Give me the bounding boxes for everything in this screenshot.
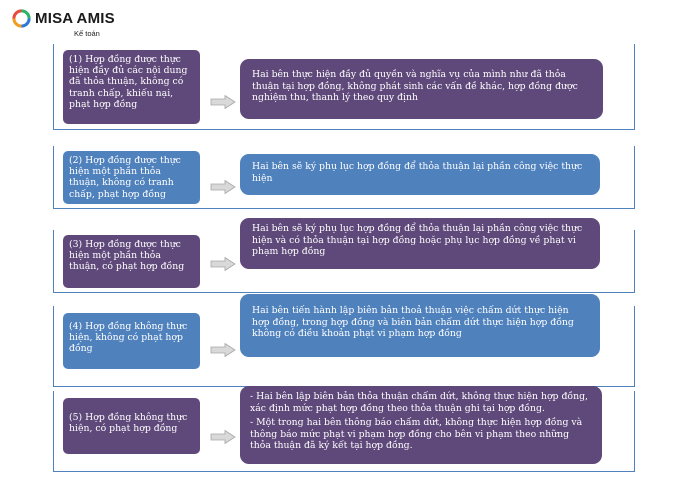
case-box: (1) Hợp đồng được thực hiện đầy đủ các n… (63, 50, 200, 124)
case-box: (3) Hợp đồng được thực hiện một phần thỏ… (63, 235, 200, 288)
misa-amis-logo: MISA AMIS Kế toán (12, 9, 122, 38)
arrow-right-icon (210, 95, 236, 109)
result-box: - Hai bên lập biên bản thỏa thuận chấm d… (240, 386, 602, 464)
result-text: Hai bên tiến hành lập biên bản thoả thuậ… (252, 305, 574, 340)
result-text: Hai bên thực hiện đầy đủ quyền và nghĩa … (252, 69, 578, 104)
case-text: (3) Hợp đồng được thực hiện một phần thỏ… (69, 239, 185, 273)
result-text: Hai bên sẽ ký phụ lục hợp đồng để thỏa t… (252, 223, 583, 258)
result-box: Hai bên tiến hành lập biên bản thoả thuậ… (240, 294, 600, 357)
arrow-right-icon (210, 180, 236, 194)
case-box: (5) Hợp đồng không thực hiện, có phạt hợ… (63, 398, 200, 454)
result-box: Hai bên sẽ ký phụ lục hợp đồng để thỏa t… (240, 218, 600, 269)
case-text: (1) Hợp đồng được thực hiện đầy đủ các n… (69, 54, 188, 110)
case-box: (2) Hợp đồng được thực hiện một phần thỏ… (63, 151, 200, 204)
result-item: - Hai bên lập biên bản thỏa thuận chấm d… (250, 391, 588, 414)
case-text: (2) Hợp đồng được thực hiện một phần thỏ… (69, 155, 181, 200)
case-box: (4) Hợp đồng không thực hiện, không có p… (63, 313, 200, 369)
result-text: Hai bên sẽ ký phụ lục hợp đồng để thỏa t… (252, 161, 583, 184)
arrow-right-icon (210, 430, 236, 444)
case-text: (4) Hợp đồng không thực hiện, không có p… (69, 321, 188, 355)
arrow-right-icon (210, 343, 236, 357)
result-box: Hai bên thực hiện đầy đủ quyền và nghĩa … (240, 59, 603, 119)
arrow-right-icon (210, 257, 236, 271)
result-box: Hai bên sẽ ký phụ lục hợp đồng để thỏa t… (240, 154, 600, 195)
misa-logo-icon (12, 9, 31, 28)
case-text: (5) Hợp đồng không thực hiện, có phạt hợ… (69, 412, 188, 435)
brand-name: MISA AMIS (35, 10, 115, 27)
result-item: - Một trong hai bên thông báo chấm dứt, … (250, 417, 583, 452)
brand-sub: Kế toán (74, 29, 100, 38)
